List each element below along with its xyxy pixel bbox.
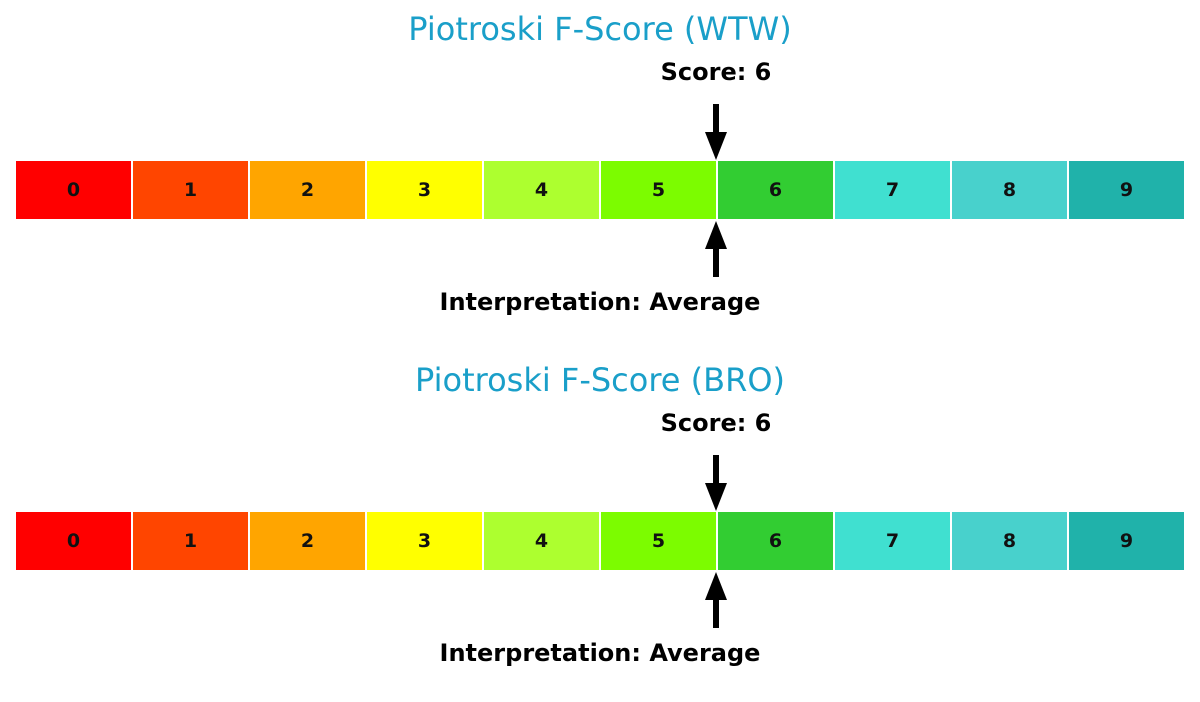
arrow-up-icon	[705, 221, 727, 277]
score-label: Score: 6	[660, 58, 772, 86]
arrow-up-icon	[705, 572, 727, 628]
score-cell: 4	[484, 161, 601, 219]
score-label: Score: 6	[660, 409, 772, 437]
score-cell: 9	[1069, 512, 1184, 570]
score-cell: 0	[16, 512, 133, 570]
score-cell: 6	[718, 512, 835, 570]
score-cell: 0	[16, 161, 133, 219]
score-cell: 5	[601, 512, 718, 570]
bro-panel: Piotroski F-Score (BRO) Score: 6 0 1 2 3…	[0, 351, 1200, 702]
score-cell: 2	[250, 512, 367, 570]
score-cell: 9	[1069, 161, 1184, 219]
chart-title: Piotroski F-Score (WTW)	[408, 10, 792, 48]
score-cell: 8	[952, 161, 1069, 219]
interpretation-label: Interpretation: Average	[439, 639, 761, 667]
score-cell: 6	[718, 161, 835, 219]
score-bar: 0 1 2 3 4 5 6 7 8 9	[16, 512, 1184, 570]
arrow-down-icon	[705, 455, 727, 511]
score-cell: 1	[133, 161, 250, 219]
score-cell: 3	[367, 512, 484, 570]
score-cell: 3	[367, 161, 484, 219]
arrow-down-icon	[705, 104, 727, 160]
score-cell: 1	[133, 512, 250, 570]
wtw-panel: Piotroski F-Score (WTW) Score: 6 0 1 2 3…	[16, 10, 1184, 316]
score-cell: 2	[250, 161, 367, 219]
score-bar: 0 1 2 3 4 5 6 7 8 9	[16, 161, 1184, 219]
score-cell: 7	[835, 161, 952, 219]
score-cell: 5	[601, 161, 718, 219]
score-cell: 7	[835, 512, 952, 570]
interpretation-label: Interpretation: Average	[439, 288, 761, 316]
chart-title: Piotroski F-Score (BRO)	[415, 361, 785, 399]
score-cell: 4	[484, 512, 601, 570]
score-cell: 8	[952, 512, 1069, 570]
